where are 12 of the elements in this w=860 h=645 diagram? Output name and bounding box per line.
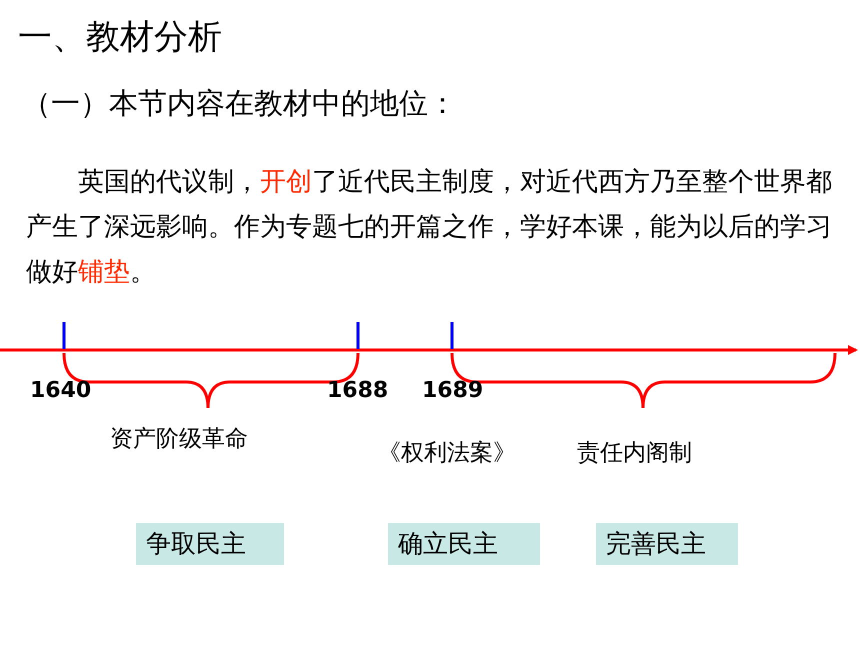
period-label: 《权利法案》 (378, 439, 516, 468)
period-label: 责任内阁制 (577, 439, 692, 468)
period-label: 资产阶级革命 (110, 425, 248, 454)
subheading: （一）本节内容在教材中的地位： (22, 85, 457, 122)
year-label: 1689 (422, 378, 484, 403)
year-label: 1640 (30, 378, 92, 403)
body-paragraph: 英国的代议制，开创了近代民主制度，对近代西方乃至整个世界都产生了深远影响。作为专题七的开篇之作，学好本课，能为以后的学习做好铺垫。 (26, 166, 833, 289)
stage-box: 争取民主 (136, 523, 284, 565)
heading: 一、教材分析 (18, 16, 222, 59)
year-label: 1688 (327, 378, 388, 403)
stage-box: 确立民主 (388, 523, 540, 565)
stage-box: 完善民主 (596, 523, 738, 565)
